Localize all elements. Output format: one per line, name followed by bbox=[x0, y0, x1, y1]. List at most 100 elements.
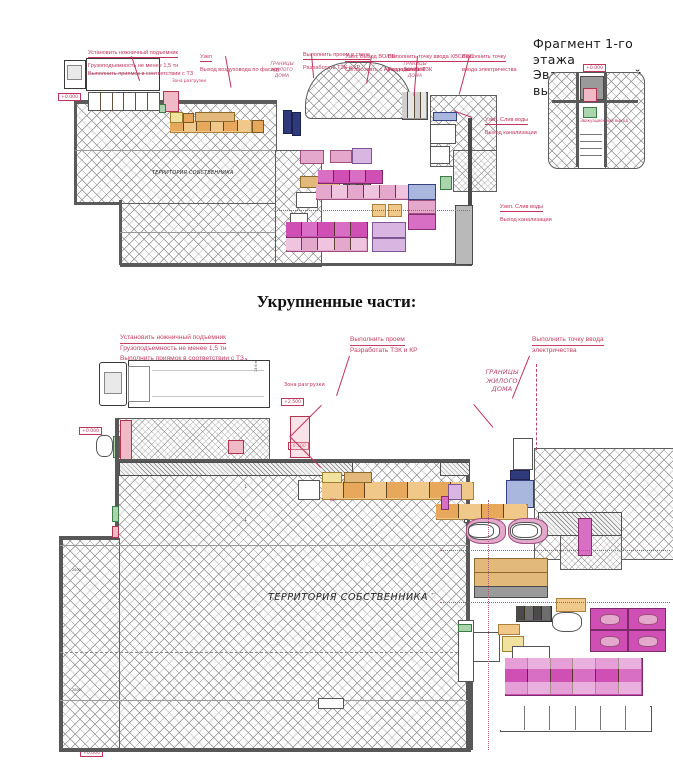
exit-door-marker bbox=[583, 107, 597, 118]
fridge-icon-4 bbox=[638, 636, 658, 647]
counter-row-2-cells bbox=[436, 504, 526, 518]
boundary-line-3: ДОМА bbox=[491, 385, 513, 394]
note-power-bottom-line-1: Выполнить точку ввода bbox=[532, 335, 604, 347]
door-marker-corridor bbox=[458, 624, 472, 632]
main-wall-top bbox=[116, 459, 470, 463]
circulation-wall bbox=[470, 620, 473, 750]
truck-cab-inner bbox=[67, 65, 82, 80]
bottom-fridge-top-band bbox=[505, 658, 641, 669]
elevation-dock: +0.000 bbox=[79, 427, 103, 435]
kitchen-row-cells bbox=[322, 482, 473, 498]
territory-label-top: ТЕРРИТОРИЯ СОБСТВЕННИКА bbox=[152, 170, 234, 176]
counter-bottom-4 bbox=[498, 624, 520, 635]
main-wall-left-lower bbox=[59, 536, 63, 751]
atrium-mass bbox=[305, 62, 412, 119]
prep-unit-b bbox=[183, 113, 194, 123]
note-vent-top-line-1: Узел bbox=[200, 53, 212, 63]
note-water-top: Выполнить точку ввода ХВС/ГВС Разработат… bbox=[388, 42, 474, 74]
note-drain-top-line-1: Узел. Слив воды bbox=[485, 116, 529, 126]
main-wall-left-upper bbox=[115, 418, 119, 540]
note-drain-top: Узел. Слив воды Выход канализации bbox=[485, 105, 537, 137]
boundary-stamp-bottom: ГРАНИЦЫ ЖИЛОГО ДОМА bbox=[470, 368, 534, 394]
utility-axis-v bbox=[488, 500, 489, 750]
cold-room-1 bbox=[352, 148, 372, 164]
note-drain-top-2: Узел. Слив воды Выход канализации bbox=[500, 192, 552, 224]
dish-station-2 bbox=[330, 150, 352, 163]
axis-horizontal-1 bbox=[60, 545, 468, 546]
panel-board bbox=[506, 480, 534, 508]
display-case-row-4-cells bbox=[286, 238, 367, 250]
note-lift-top-line-3: Выполнить приямок в соответствии с ТЗ bbox=[88, 71, 194, 78]
boundary-text-left: ГРАНИЦЫ ЖИЛОГО ДОМА bbox=[270, 62, 294, 79]
worktop-bowl bbox=[552, 612, 582, 632]
kitchen-line-1-cells bbox=[170, 120, 250, 131]
title-line-1: Фрагмент 1-го этажа bbox=[533, 36, 634, 67]
note-opening-bottom-line-2: Разработать ТЗК и КР bbox=[350, 347, 418, 355]
trailer-line-1 bbox=[152, 370, 264, 371]
dock-lift-bottom bbox=[120, 420, 132, 460]
dimension-line-top bbox=[75, 150, 275, 151]
truck-trailer-bottom bbox=[128, 360, 270, 408]
slab-edge-band bbox=[119, 462, 353, 476]
note-drain-top-line-2: Выход канализации bbox=[485, 130, 537, 136]
bar-unit-1 bbox=[408, 184, 436, 200]
bottom-drawing: Установить ножничный подъемник Грузоподъ… bbox=[0, 320, 673, 767]
utility-axis-1 bbox=[440, 550, 670, 551]
axis-line-horizontal bbox=[275, 210, 470, 211]
bowl-2 bbox=[512, 524, 538, 538]
service-corridor bbox=[458, 620, 474, 682]
ramp-marker bbox=[228, 440, 244, 454]
dock-gate-row bbox=[88, 92, 160, 111]
truck-trailer bbox=[86, 58, 160, 91]
note-opening-top-line-2: Разработать ТЗК и КР bbox=[303, 65, 361, 71]
boundary-line-1: ГРАНИЦЫ bbox=[485, 368, 519, 376]
room-right-2 bbox=[430, 146, 450, 164]
note-opening-bottom: Выполнить проем Разработать ТЗК и КР bbox=[350, 335, 418, 356]
small-cabinet bbox=[448, 484, 462, 500]
slab-edge-band-right bbox=[440, 462, 470, 476]
bowl-1 bbox=[468, 524, 494, 538]
label-dim-3: 800 bbox=[330, 498, 337, 502]
bar-unit-2 bbox=[408, 200, 436, 214]
main-wall-step bbox=[60, 536, 118, 540]
right-wing-hatch-2 bbox=[453, 150, 497, 192]
truck-cab-bottom bbox=[99, 362, 127, 406]
territory-label-bottom: ТЕРРИТОРИЯ СОБСТВЕННИКА bbox=[268, 592, 429, 603]
note-vent-top-line-2: Выход воздуховода по фасаду bbox=[200, 67, 280, 73]
note-water-top-line-2: Разработать ТЗК bbox=[388, 67, 433, 73]
main-wall-bottom bbox=[59, 748, 471, 752]
service-row-2 bbox=[474, 572, 548, 587]
fridge-right-1 bbox=[372, 222, 406, 238]
fridge-icon-3 bbox=[600, 636, 620, 647]
dimension-line-mid bbox=[120, 232, 275, 233]
dock-bollard bbox=[96, 435, 113, 457]
truck-hitch bbox=[128, 366, 150, 402]
fridge-right-2 bbox=[372, 238, 406, 252]
note-power-bottom: Выполнить точку ввода электричества bbox=[532, 335, 604, 356]
owner-territory-hatch bbox=[116, 462, 470, 751]
utility-axis-2 bbox=[440, 602, 670, 603]
prep-table-1 bbox=[322, 472, 342, 483]
note-opening-top: Выполнить проем в стене Разработать ТЗК … bbox=[303, 40, 371, 72]
exit-elevation-tag: +0.000 bbox=[583, 64, 607, 72]
note-zone-top: Зона разгрузки bbox=[172, 78, 207, 83]
truck-cab-grille bbox=[104, 372, 122, 394]
boundary-line-2: ЖИЛОГО bbox=[486, 376, 518, 385]
axis-dashed-1 bbox=[60, 652, 468, 653]
note-lift-bottom-line-2: Грузоподъемность не менее 1,5 тн bbox=[120, 345, 227, 353]
owner-territory-step bbox=[60, 538, 120, 751]
note-lift-bottom: Установить ножничный подъемник Грузоподъ… bbox=[120, 333, 244, 365]
hot-block-cells bbox=[516, 606, 550, 620]
elevation-mid: +2.500 bbox=[281, 398, 305, 406]
dock-slab-hatch bbox=[116, 418, 270, 462]
service-row-1 bbox=[474, 558, 548, 573]
note-lift-top-line-1: Установить ножничный подъемник bbox=[88, 49, 178, 59]
note-water-top-line-1: Выполнить точку ввода ХВС/ГВС bbox=[388, 53, 474, 63]
kitchen-line-2 bbox=[195, 112, 235, 122]
trailer-centerline bbox=[88, 73, 156, 74]
note-power-top: Выполнить точку ввода электричества bbox=[462, 42, 517, 74]
sink-group bbox=[464, 519, 468, 523]
lift-platform bbox=[163, 91, 179, 112]
prep-unit-a bbox=[170, 112, 183, 123]
prep-unit-c bbox=[252, 120, 264, 133]
